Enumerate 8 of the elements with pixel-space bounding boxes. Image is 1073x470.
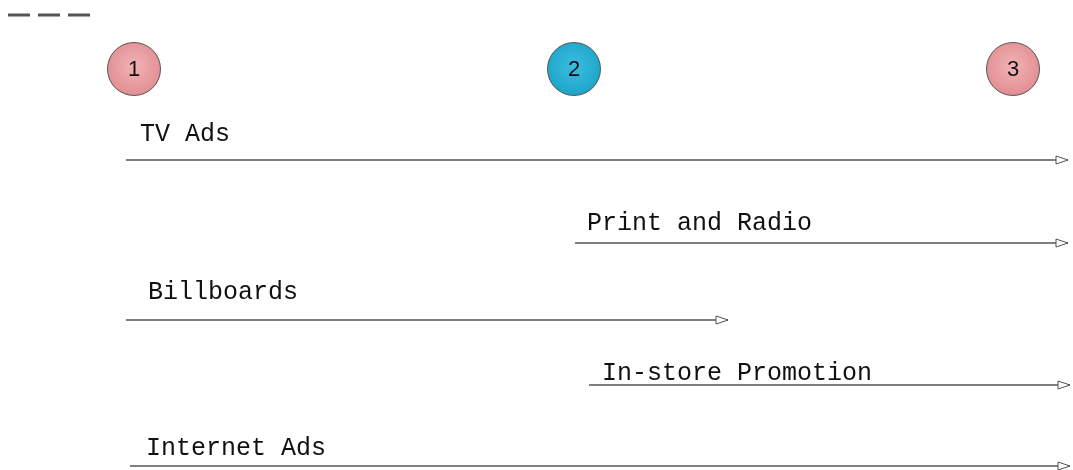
number-circle: 3: [986, 42, 1040, 96]
arrow-label: Internet Ads: [146, 436, 327, 461]
arrow-label: Billboards: [148, 280, 299, 305]
number-circle: 2: [547, 42, 601, 96]
arrow-label: Print and Radio: [587, 211, 813, 236]
arrow-label: In-store Promotion: [602, 361, 873, 386]
arrow-label: TV Ads: [140, 122, 230, 147]
number-circle: 1: [107, 42, 161, 96]
